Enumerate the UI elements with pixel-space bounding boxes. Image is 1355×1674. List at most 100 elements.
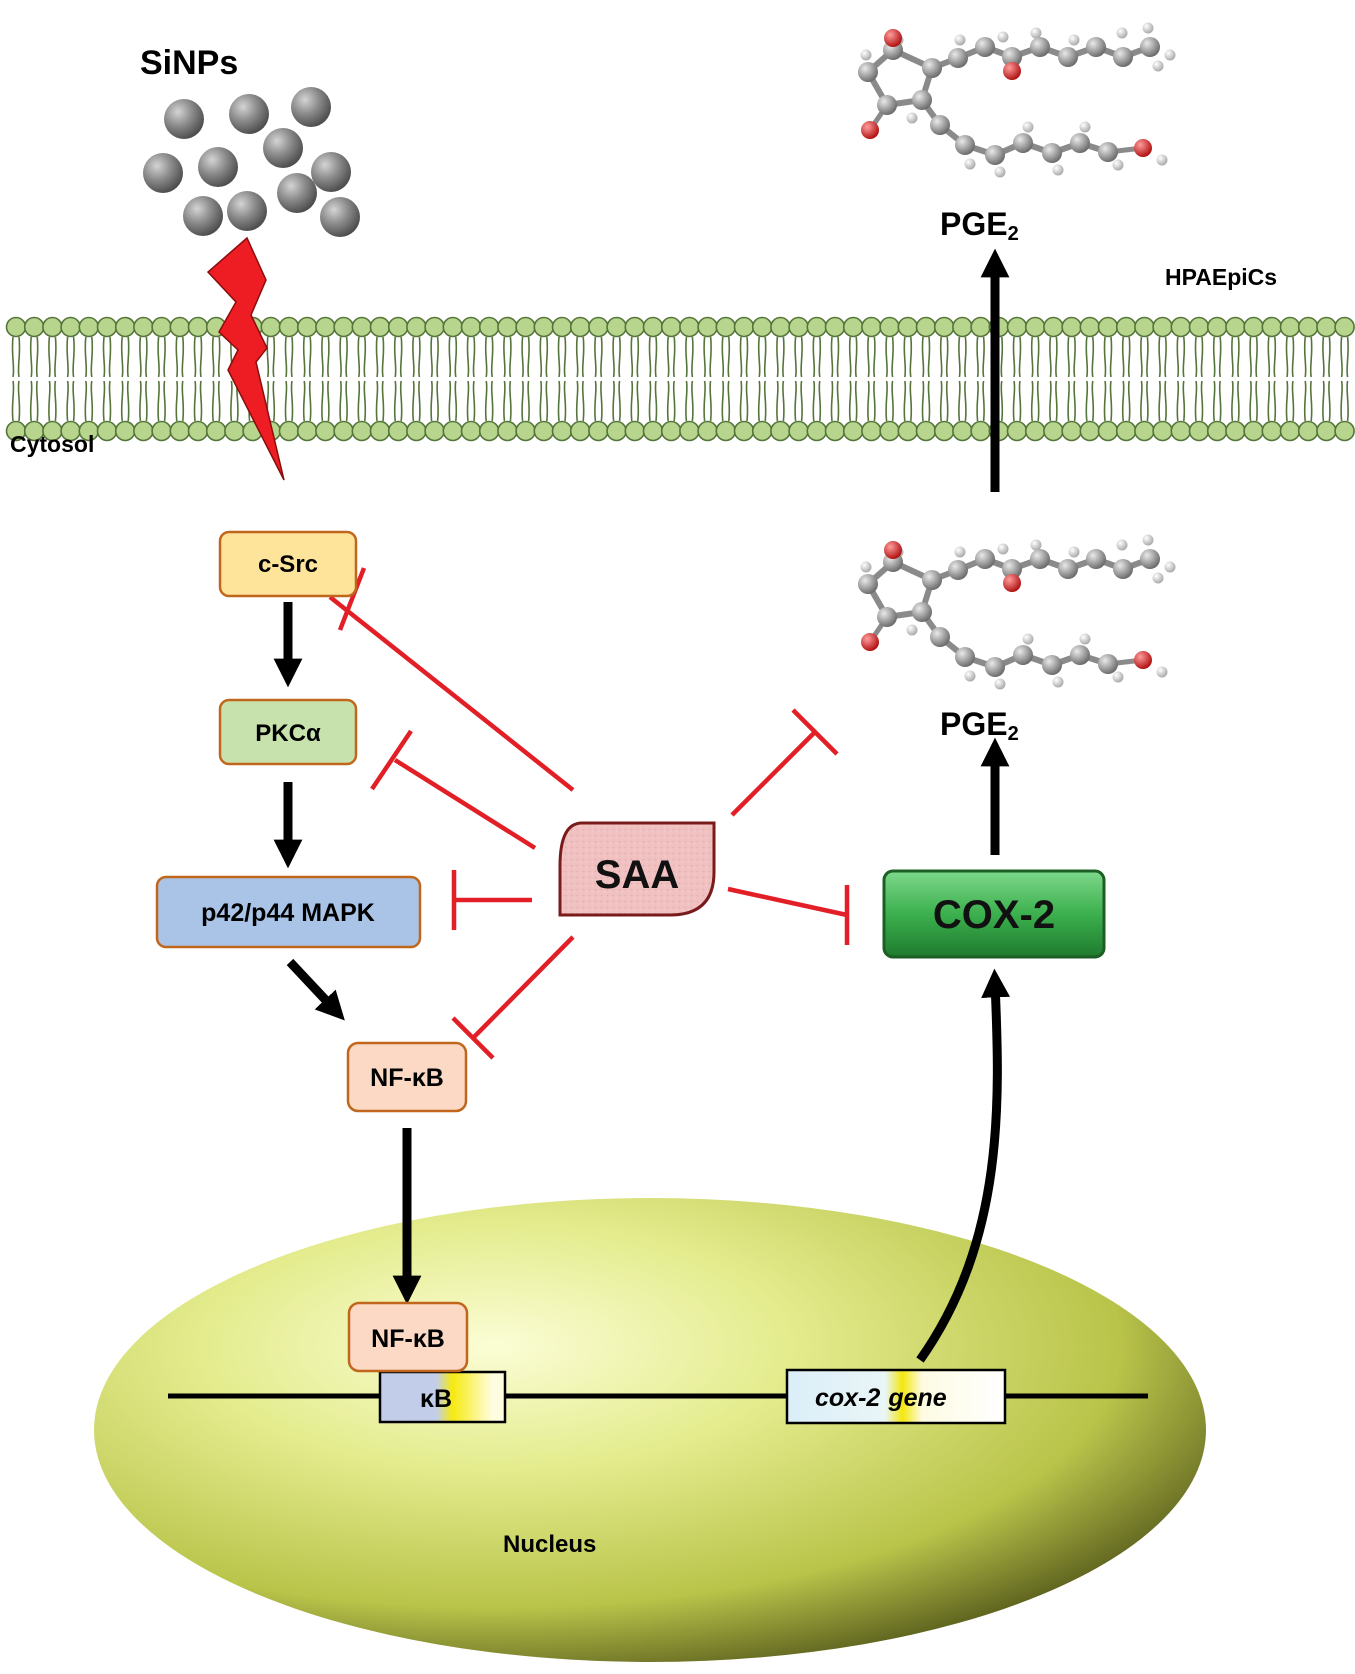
lipid-tail-bottom [739,380,749,422]
pge2-molecule-outside [858,22,1176,178]
lipid-tail-bottom [448,380,458,422]
lipid-tail-bottom [830,380,840,422]
lipid-head-top [1261,316,1283,338]
lipid-head-bottom [351,420,373,442]
lipid-head-top [952,316,973,338]
inhibit-pge2 [730,708,839,817]
lipid-tail-top [776,336,785,378]
lipid-head-top [806,316,828,338]
lipid-head-top [42,316,63,338]
lipid-head-top [1115,316,1137,338]
lipid-tail-bottom [685,380,694,422]
molecule-atom-h [1116,539,1128,551]
lipid-tail-top [375,336,385,378]
arrow-gene-cox2 [916,968,1011,1363]
lipid-tail-bottom [466,380,476,422]
lipid-head-bottom [915,420,937,442]
nanoparticle [320,197,360,237]
lipid-head-bottom [970,420,991,442]
lipid-tail-top [157,336,166,378]
cox2-gene-italic: cox-2 [815,1384,880,1412]
lipid-tail-top [1158,336,1167,378]
lipid-head-bottom [315,420,336,442]
molecule-atom-c [985,657,1005,677]
lipid-head-top [660,316,682,338]
lipid-head-top [5,316,27,338]
lipid-tail-bottom [1012,380,1022,422]
lipid-tail-bottom [867,380,876,422]
lipid-tail-top [630,336,640,378]
lipid-tail-top [1267,336,1277,378]
lipid-tail-top [848,336,858,378]
lipid-tail-top [120,336,130,378]
lipid-tail-top [521,336,530,378]
lipid-tail-bottom [1267,380,1277,422]
lipid-tail-bottom [1303,380,1313,422]
molecule-atom-h [1112,159,1124,171]
inhibit-mapk [451,870,532,930]
lipid-head-bottom [1061,420,1082,442]
lipid-head-top [824,316,846,338]
lipid-head-top [497,316,518,338]
lipid-tail-top [1194,336,1204,378]
molecule-atom-c [1140,549,1160,569]
lipid-tail-bottom [48,380,57,422]
lipid-head-bottom [114,420,136,442]
lipid-tail-top [830,336,840,378]
mapk-label: p42/p44 MAPK [201,899,375,927]
lipid-tail-top [1012,336,1022,378]
inhibit-cox2 [727,885,850,945]
lipid-head-top [642,316,664,338]
lipid-tail-top [557,336,567,378]
lipid-tail-top [29,336,39,378]
lipid-head-top [515,316,536,338]
lipid-tail-bottom [139,380,148,422]
lipid-head-top [260,316,282,338]
lipid-head-bottom [1334,420,1355,442]
pge2-molecule-inside [858,534,1176,690]
lipid-tail-bottom [102,380,112,422]
sinps-particles [143,87,360,237]
lipid-head-bottom [169,420,191,442]
nfkb-nucleus-label: NF-κB [371,1325,445,1353]
molecule-atom-c [930,627,950,647]
lipid-head-bottom [642,420,664,442]
csrc-label: c-Src [258,551,318,578]
lipid-tail-top [1103,336,1113,378]
lipid-tail-bottom [1322,380,1331,422]
molecule-atom-h [1052,164,1064,176]
lipid-head-top [733,316,755,338]
lipid-head-top [897,316,919,338]
lipid-head-bottom [1134,420,1155,442]
lipid-tail-bottom [1030,380,1040,422]
lipid-tail-bottom [557,380,567,422]
lipid-tail-bottom [921,380,931,422]
hpaepics-label: HPAEpiCs [1165,264,1277,290]
molecule-atom-c [948,48,968,68]
lipid-head-bottom [278,420,300,442]
lipid-head-top [915,316,937,338]
molecule-atom-h [954,34,966,46]
lipid-head-top [60,316,81,338]
lipid-tail-bottom [120,380,130,422]
pge2-label-outside: PGE2 [940,206,1019,245]
molecule-atom-h [1142,534,1154,546]
lipid-tail-bottom [776,380,785,422]
lipid-tail-bottom [976,380,985,422]
lipid-head-top [569,316,591,338]
lipid-head-top [933,316,955,338]
molecule-atom-h [1164,561,1176,573]
molecule-atom-h [1164,49,1176,61]
activation-arrows [273,248,1011,1363]
lipid-head-top [679,316,700,338]
lipid-tail-top [193,336,203,378]
lipid-tail-top [976,336,985,378]
node-saa: SAA [558,821,716,917]
lipid-head-top [1170,316,1192,338]
lipid-head-bottom [1079,420,1101,442]
lipid-head-bottom [133,420,154,442]
lipid-head-top [1188,316,1210,338]
node-mapk: p42/p44 MAPK [155,875,422,949]
lipid-tail-bottom [175,380,185,422]
molecule-atom-c [1098,654,1118,674]
